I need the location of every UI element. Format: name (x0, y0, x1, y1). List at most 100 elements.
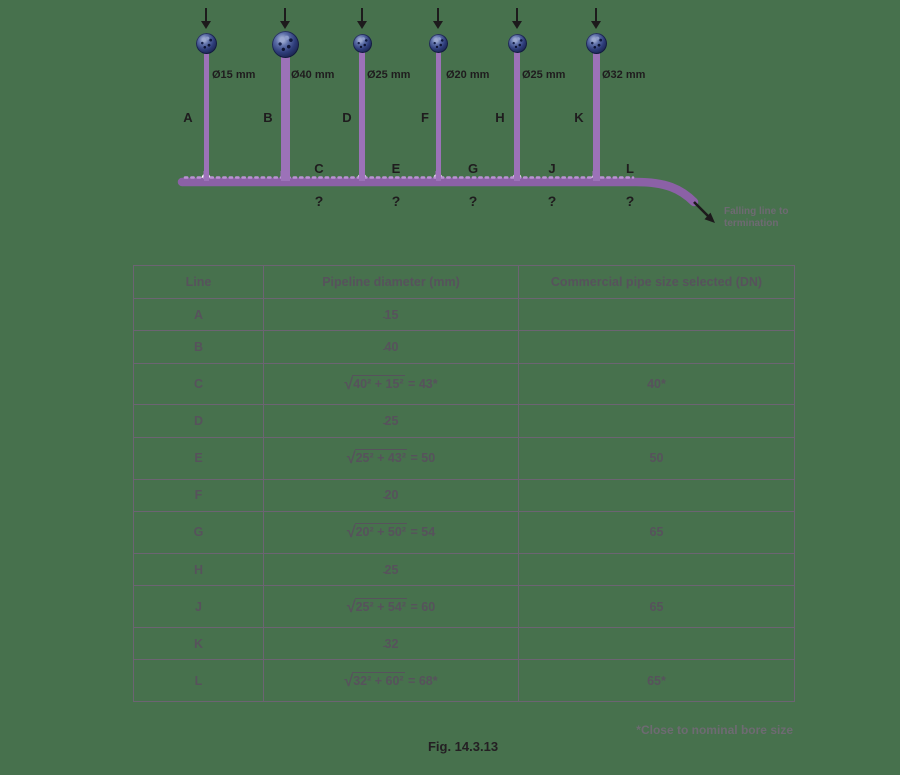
cell-line: D (133, 404, 264, 439)
footnote: *Close to nominal bore size (636, 723, 793, 737)
dropper-label-h: H (495, 110, 505, 125)
main-line (177, 177, 699, 207)
arrow-shaft (361, 8, 363, 21)
cell-commercial (518, 330, 795, 365)
diameter-value: = 50 (407, 451, 436, 466)
header-commercial: Commercial pipe size selected (DN) (518, 265, 795, 299)
cell-diameter: √20² + 50² = 54 (263, 511, 519, 554)
dropper-pipe-b (280, 50, 290, 181)
cell-line: C (133, 363, 264, 406)
cell-line: A (133, 297, 264, 332)
arrow-tip-icon (512, 21, 522, 29)
diameter-value: 32 (384, 636, 399, 651)
table-row: J √25² + 54² = 60 65 (133, 585, 795, 628)
table-row: H 25 (133, 552, 795, 587)
arrow-shaft (595, 8, 597, 21)
outlet-note: Falling line to termination (724, 206, 814, 230)
diameter-label-f: Ø20 mm (446, 69, 490, 81)
cell-commercial: 40* (518, 363, 795, 406)
figure-caption: Fig. 14.3.13 (427, 739, 499, 754)
sprinkler-head-icon (585, 32, 607, 54)
flow-arrow (201, 8, 211, 29)
cell-line: H (133, 552, 264, 587)
diameter-label-h: Ø25 mm (522, 69, 566, 81)
pipe-sizing-table: Line Pipeline diameter (mm) Commercial p… (133, 265, 795, 702)
diameter-label-a: Ø15 mm (212, 69, 256, 81)
radicand: 25² + 54² (354, 597, 407, 614)
arrow-shaft (516, 8, 518, 21)
radicand (382, 645, 385, 648)
cell-commercial (518, 626, 795, 661)
cell-diameter: √25² + 43² = 50 (263, 437, 519, 480)
cell-line: K (133, 626, 264, 661)
arrow-shaft (284, 8, 286, 21)
table-row: E √25² + 43² = 50 50 (133, 437, 795, 480)
pipework-diagram: A Ø15 mm B Ø40 mm D Ø25 mm F Ø20 mm H Ø2… (0, 0, 900, 260)
cell-diameter: 40 (263, 330, 519, 365)
flow-arrow (591, 8, 601, 29)
sqrt-sign: √ (346, 450, 356, 468)
sprinkler-head-icon (352, 33, 372, 53)
unknown-size-mark-j: ? (547, 193, 557, 209)
dropper-pipe-h (514, 50, 520, 181)
outlet-note-line2: termination (724, 218, 779, 229)
arrow-shaft (205, 8, 207, 21)
arrow-tip-icon (433, 21, 443, 29)
table-row: L √32² + 60² = 68* 65* (133, 659, 795, 702)
table-row: K 32 (133, 626, 795, 661)
arrow-tip-icon (280, 21, 290, 29)
radicand (382, 497, 385, 499)
table-row: B 40 (133, 330, 795, 365)
cell-commercial: 50 (518, 437, 795, 480)
segment-label-j: J (548, 161, 556, 176)
cell-line: E (133, 437, 264, 480)
dropper-label-b: B (263, 110, 273, 125)
cell-line: F (133, 478, 264, 513)
sqrt-sign: √ (344, 672, 354, 690)
cell-diameter: 32 (263, 626, 519, 661)
diameter-label-k: Ø32 mm (602, 69, 646, 81)
arrow-tip-icon (357, 21, 367, 29)
cell-diameter: √32² + 60² = 68* (263, 659, 519, 702)
header-line: Line (133, 265, 264, 299)
diameter-value: = 43* (404, 377, 438, 392)
outlet-arrow-tip-icon (704, 212, 715, 223)
diameter-value: 15 (384, 307, 399, 322)
outlet-arrow-shaft (693, 201, 709, 217)
segment-label-e: E (391, 161, 401, 176)
cell-line: G (133, 511, 264, 554)
cell-commercial: 65 (518, 585, 795, 628)
radicand (382, 571, 385, 574)
radicand: 32² + 60² (352, 671, 405, 688)
segment-label-g: G (467, 161, 479, 176)
unknown-size-mark-e: ? (391, 193, 401, 209)
dropper-label-d: D (342, 110, 352, 125)
sqrt-sign: √ (346, 598, 356, 616)
unknown-size-mark-g: ? (468, 193, 478, 209)
flow-arrow (512, 8, 522, 29)
segment-label-c: C (314, 161, 324, 176)
header-diameter: Pipeline diameter (mm) (263, 265, 519, 299)
cell-diameter: 15 (263, 297, 519, 332)
arrow-shaft (437, 8, 439, 21)
cell-line: L (133, 659, 264, 702)
sprinkler-head-icon (428, 33, 448, 53)
diameter-label-d: Ø25 mm (367, 69, 411, 81)
sqrt-sign: √ (346, 524, 356, 542)
diameter-value: = 68* (404, 673, 438, 688)
segment-label-l: L (626, 161, 634, 176)
table-header-row: Line Pipeline diameter (mm) Commercial p… (133, 265, 795, 299)
cell-diameter: √25² + 54² = 60 (263, 585, 519, 628)
diameter-value: 20 (384, 488, 399, 503)
diameter-value: 25 (384, 414, 399, 429)
dropper-pipe-a (203, 50, 209, 181)
cell-diameter: 20 (263, 478, 519, 513)
diameter-value: 25 (384, 562, 399, 577)
dropper-pipe-k (592, 50, 600, 181)
table-row: G √20² + 50² = 54 65 (133, 511, 795, 554)
cell-commercial (518, 552, 795, 587)
main-line-graphic (177, 171, 715, 223)
dropper-label-f: F (421, 110, 429, 125)
unknown-size-mark-l: ? (625, 193, 635, 209)
dropper-label-k: K (574, 110, 584, 125)
